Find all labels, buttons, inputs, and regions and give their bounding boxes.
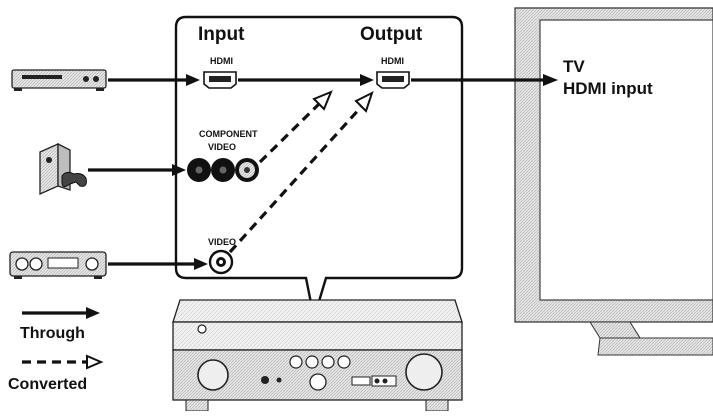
through-arrow-internal <box>238 74 374 86</box>
av-receiver-icon <box>172 299 463 412</box>
component-video-jacks <box>187 158 259 182</box>
video-label: VIDEO <box>208 237 236 247</box>
converted-arrow-video <box>228 91 374 254</box>
tv-icon <box>514 7 713 356</box>
legend-converted-label: Converted <box>8 376 87 393</box>
jack-panel <box>174 15 464 319</box>
output-heading: Output <box>360 24 423 45</box>
legend-converted-line <box>22 354 104 370</box>
legend-through-line <box>22 307 100 319</box>
through-arrow-console <box>88 164 186 176</box>
game-console-icon <box>39 142 87 196</box>
component-label-line2: VIDEO <box>208 142 236 152</box>
hdmi-in-jack <box>203 71 237 89</box>
legend-through-label: Through <box>20 325 85 342</box>
through-arrow-tv <box>411 74 558 86</box>
dvd-player-icon <box>11 69 107 91</box>
converted-arrow-component <box>258 90 333 164</box>
through-arrow-vcr <box>108 258 208 270</box>
video-jack <box>208 249 234 275</box>
tv-label: TV <box>563 57 585 76</box>
tv-hdmi-input-label: HDMI input <box>563 79 653 98</box>
component-label-line1: COMPONENT <box>199 129 258 139</box>
vcr-icon <box>9 251 107 279</box>
hdmi-out-jack <box>376 71 410 89</box>
hdmi-out-label: HDMI <box>381 56 404 66</box>
input-heading: Input <box>198 24 245 45</box>
through-arrow-dvd <box>108 74 200 86</box>
hdmi-in-label: HDMI <box>210 56 233 66</box>
